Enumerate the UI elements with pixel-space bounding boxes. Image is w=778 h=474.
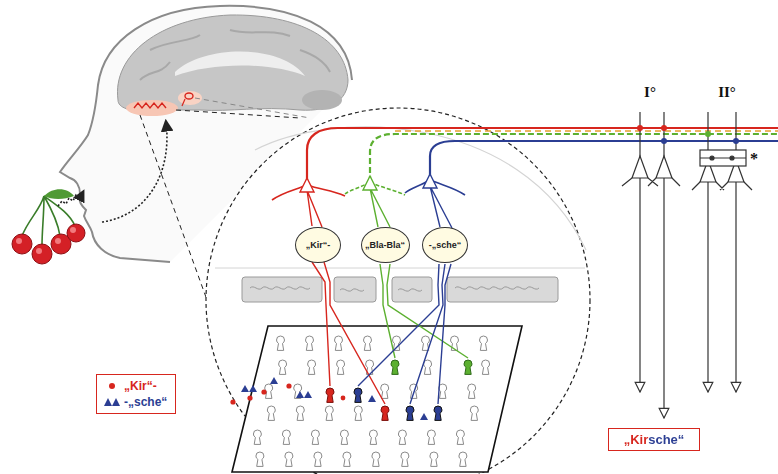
receptor-cell (285, 452, 293, 466)
receptor-cell (337, 360, 345, 374)
receptor-cell (369, 430, 377, 444)
output-box: „Kirsche“ (608, 428, 700, 451)
cribriform-plate (242, 277, 558, 302)
odor-paths (58, 122, 167, 222)
receptor-cell (253, 430, 261, 444)
asterisk-mark: * (750, 150, 758, 168)
legend-row: -„sche“ (103, 394, 167, 410)
receptor-cell (364, 336, 372, 350)
level-label: I° (644, 84, 656, 101)
receptor-cells (253, 336, 489, 466)
cortical-neurons (622, 112, 752, 418)
receptor-cell (314, 452, 322, 466)
receptor-cell (354, 406, 362, 420)
receptor-cell (372, 452, 380, 466)
receptor-cell (282, 430, 290, 444)
receptor-cell (480, 336, 488, 350)
level-label: II° (718, 84, 736, 101)
receptor-cell (306, 336, 314, 350)
receptor-cell (308, 360, 316, 374)
legend-text: -„sche“ (124, 394, 167, 410)
legend-text: „Kir“- (124, 378, 157, 394)
receptor-cell (267, 406, 275, 420)
receptor-cell (427, 430, 435, 444)
glomerulus-circle: „Bla-Bla“ (361, 227, 410, 263)
receptor-cell (311, 430, 319, 444)
odor-molecules (230, 377, 428, 420)
node-text: -„sche“ (429, 240, 462, 250)
receptor-cell (398, 430, 406, 444)
synapse-dots (637, 125, 739, 144)
receptor-cell (381, 384, 389, 398)
receptor-cell (335, 336, 343, 350)
bulb-outline (215, 268, 585, 269)
olfactory-bulb (126, 91, 202, 116)
mitral-cells (272, 128, 778, 228)
receptor-cell (456, 430, 464, 444)
receptor-cell (325, 406, 333, 420)
receptor-cell (468, 384, 476, 398)
receptor-cell (279, 360, 287, 374)
cherry-illustration (12, 189, 85, 264)
zoom-circle (206, 108, 590, 474)
receptor-cell (401, 452, 409, 466)
glomerulus-circle: „Kir“- (295, 227, 341, 263)
receptor-cell (482, 360, 490, 374)
glomerulus-circle: -„sche“ (422, 227, 468, 263)
receptor-cell (424, 360, 432, 374)
node-text: „Bla-Bla“ (365, 240, 405, 250)
receptor-cell (430, 452, 438, 466)
legend-box: „Kir“--„sche“ (96, 374, 176, 414)
legend-swatch (103, 394, 121, 410)
receptor-cell (256, 452, 264, 466)
receptor-cell (296, 406, 304, 420)
receptor-cell (277, 336, 285, 350)
legend-swatch (103, 378, 121, 394)
receptor-cell (340, 430, 348, 444)
receptor-cell (459, 452, 467, 466)
receptor-cell (343, 452, 351, 466)
receptor-sheet (232, 326, 522, 472)
active-receptors (326, 360, 472, 420)
bone-texture (250, 287, 539, 291)
legend-row: „Kir“- (103, 378, 167, 394)
node-text: „Kir“- (306, 240, 331, 250)
receptor-axons (312, 262, 468, 404)
receptor-cell (470, 406, 478, 420)
node-text: „Kirsche“ (624, 432, 685, 447)
